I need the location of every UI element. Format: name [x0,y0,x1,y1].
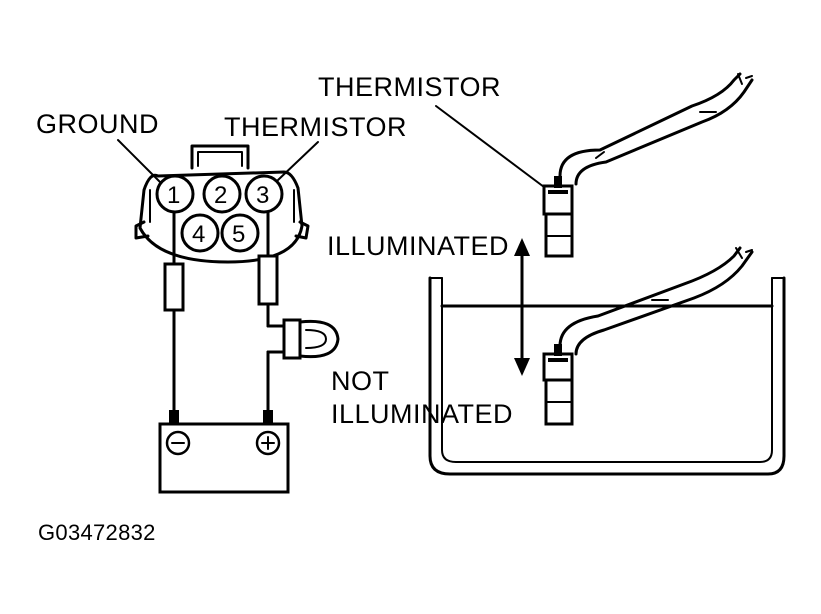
pin-4-label: 4 [192,221,205,248]
test-leads [163,210,290,426]
pin-1-label: 1 [167,182,180,209]
pin-5-label: 5 [232,221,245,248]
ground-label: GROUND [36,109,159,139]
connector-thermistor-label: THERMISTOR [224,112,407,142]
pin-2 [202,174,242,214]
illuminated-label: ILLUMINATED [327,231,509,261]
pin-5 [220,213,260,253]
thermistor-lower [542,246,754,426]
pin-3-label: 3 [256,182,269,209]
probe-leader-line [435,105,549,191]
pin-4 [180,213,220,253]
connector: 1 2 3 4 5 [134,144,310,264]
not-illuminated-label: ILLUMINATED [331,399,513,429]
thermistor-leader-line [277,141,319,181]
test-lamp [282,318,340,360]
thermistor-upper [542,72,754,258]
battery [158,422,290,494]
probe-thermistor-label: THERMISTOR [318,72,501,102]
figure-code: G03472832 [38,520,156,545]
not-label: NOT [331,366,390,396]
water-container [428,276,786,476]
pin-2-label: 2 [214,182,227,209]
pin-3 [244,174,284,214]
